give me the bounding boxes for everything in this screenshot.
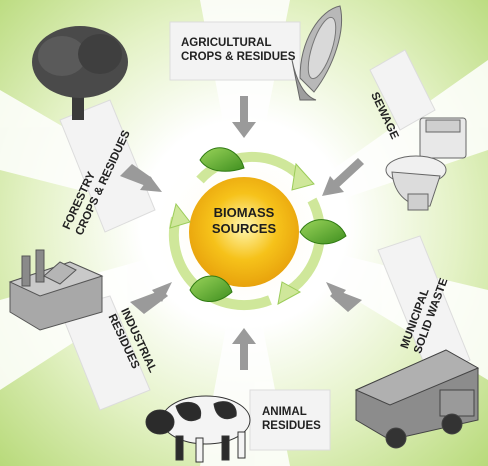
cycle-arc-top: [196, 151, 304, 184]
garbage-truck-icon: [354, 349, 480, 449]
center-label-line1: BIOMASS: [213, 205, 275, 220]
arrow-from-animal: [232, 328, 256, 370]
label-animal-line1: ANIMAL: [262, 406, 307, 418]
label-animal: ANIMAL RESIDUES: [262, 405, 321, 433]
label-agricultural-line1: AGRICULTURAL: [181, 37, 272, 49]
tree-icon: [32, 26, 128, 120]
panel-agricultural: [169, 21, 301, 81]
center-label-line2: SOURCES: [211, 221, 277, 236]
label-agricultural: AGRICULTURAL CROPS & RESIDUES: [181, 36, 295, 64]
cycle-arrowheads: [169, 162, 315, 305]
cycle-arc-right: [287, 197, 326, 295]
toilet-icon: [385, 117, 467, 211]
leaves: [189, 147, 347, 302]
sun-disc: [189, 177, 299, 287]
label-agricultural-line2: CROPS & RESIDUES: [181, 51, 296, 63]
arrow-from-forestry: [120, 164, 162, 192]
panel-municipal: [377, 235, 471, 379]
leaf-right: [299, 219, 347, 245]
corn-icon: [291, 5, 343, 101]
cow-icon: [145, 395, 251, 463]
leaf-bottom: [189, 275, 233, 302]
arrow-from-agricultural: [232, 96, 256, 138]
label-animal-line2: RESIDUES: [262, 420, 321, 432]
center-label: BIOMASS SOURCES: [200, 205, 288, 237]
panel-sewage: [369, 49, 436, 131]
factory-icon: [8, 249, 104, 331]
panel-animal: [249, 389, 331, 451]
arrow-from-municipal: [326, 282, 362, 312]
leaf-top: [199, 147, 245, 172]
inflow-arrows: [120, 96, 372, 370]
label-panels: [59, 21, 471, 451]
